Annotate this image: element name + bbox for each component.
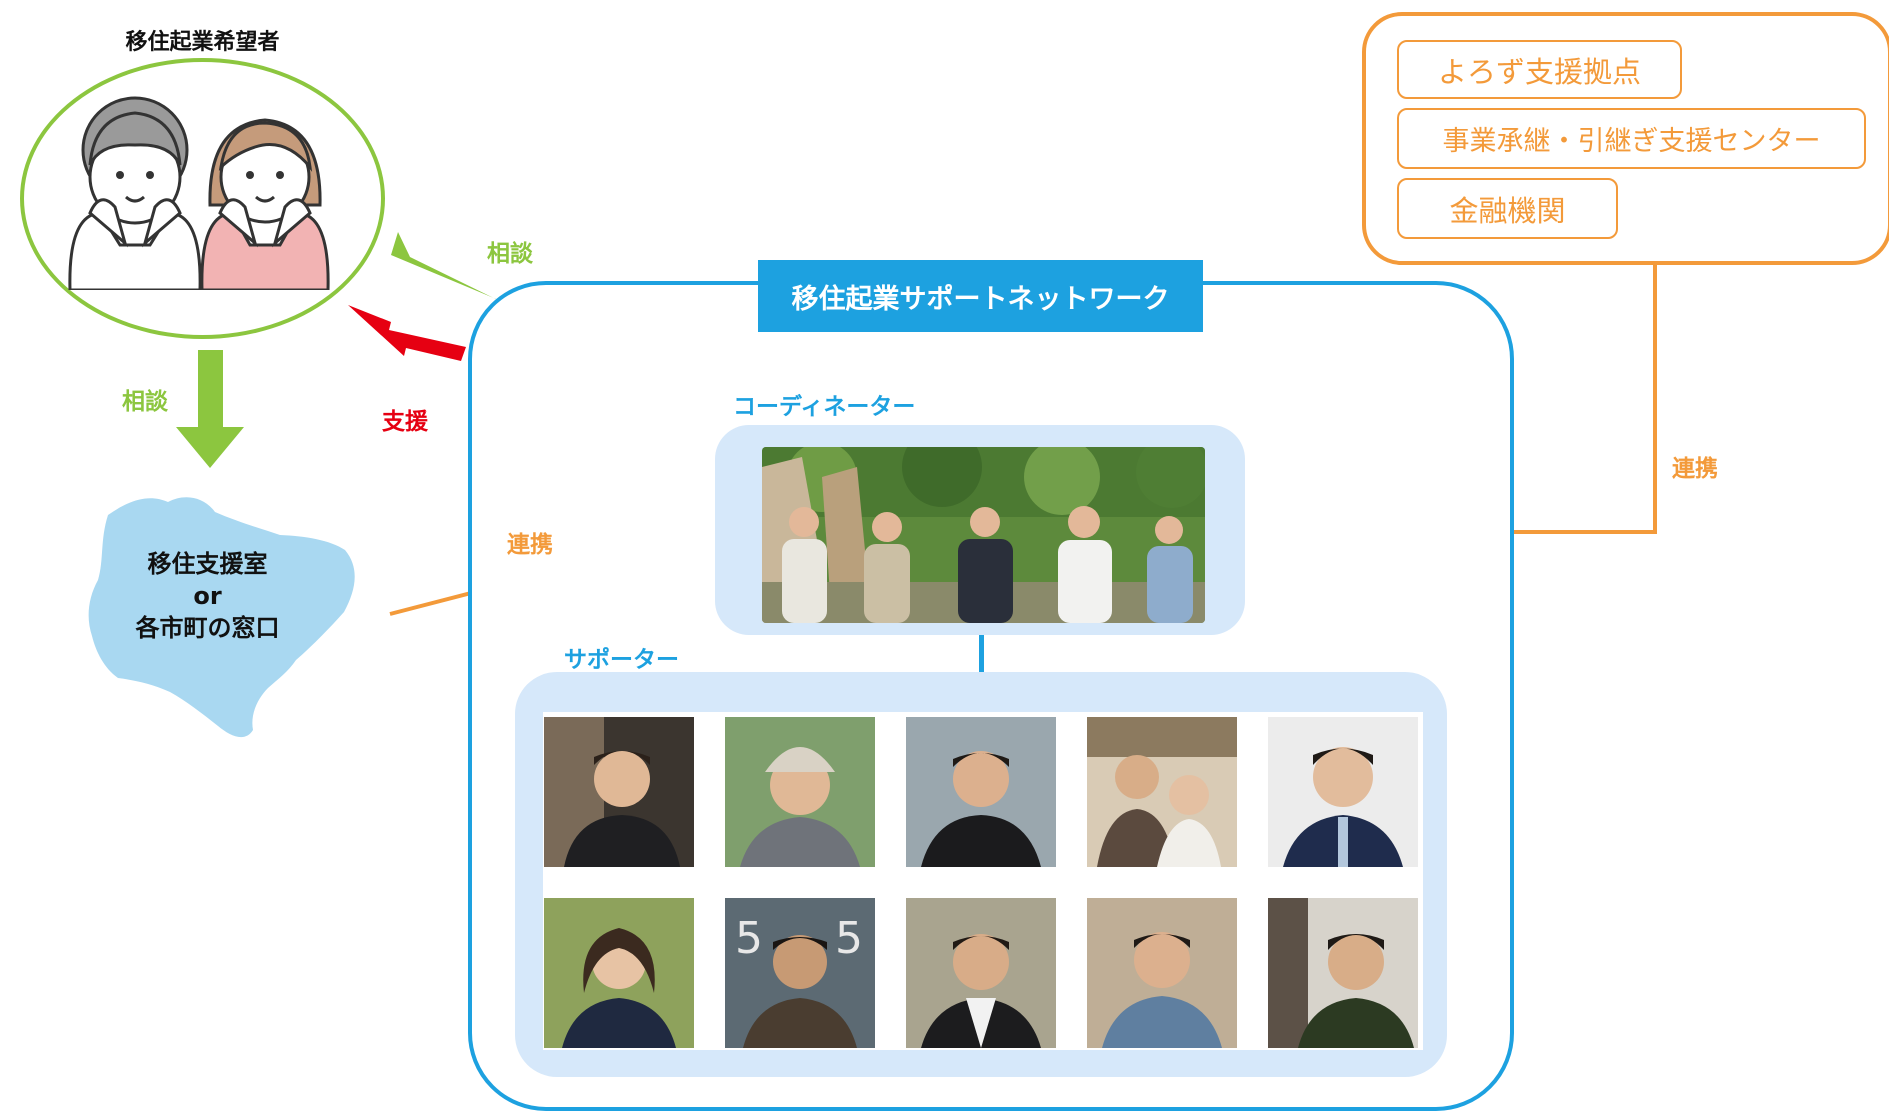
coordinator-people [782, 506, 1193, 623]
supporter-photo [725, 717, 875, 867]
supporter-photo [1087, 898, 1237, 1048]
office-line-2: or [193, 582, 222, 610]
coordinator-supporter-link [979, 635, 984, 673]
org-business-succession: 事業承継・引継ぎ支援センター [1397, 108, 1866, 169]
link-label-org: 連携 [1672, 456, 1718, 482]
org-yorozu: よろず支援拠点 [1397, 40, 1682, 99]
link-label-office: 連携 [507, 532, 553, 558]
supporter-photo [1268, 717, 1418, 867]
network-title: 移住起業サポートネットワーク [758, 260, 1203, 332]
svg-text:5: 5 [735, 913, 763, 964]
support-arrow [348, 305, 466, 361]
coordinator-group-photo [762, 447, 1205, 623]
supporter-photo [1087, 717, 1237, 867]
applicant-circle [20, 58, 385, 339]
svg-text:5: 5 [835, 913, 863, 964]
supporter-photo [544, 717, 694, 867]
support-label: 支援 [382, 409, 428, 435]
coordinator-label: コーディネーター [733, 394, 916, 420]
consult-arrow-down [176, 350, 244, 468]
consult-label-down: 相談 [122, 389, 168, 415]
supporter-photo [906, 717, 1056, 867]
male-applicant-icon [68, 96, 202, 290]
consult-label-diagonal: 相談 [487, 241, 533, 267]
org-financial-institution: 金融機関 [1397, 178, 1618, 239]
supporter-photo [906, 898, 1056, 1048]
migration-office: 移住支援室 or 各市町の窓口 [100, 548, 315, 644]
applicant-illustration [68, 96, 330, 290]
supporter-photo [544, 898, 694, 1048]
office-line-3: 各市町の窓口 [135, 614, 280, 642]
supporter-photo [1268, 898, 1418, 1048]
office-line-1: 移住支援室 [147, 550, 268, 578]
supporter-label: サポーター [564, 647, 679, 673]
applicant-title: 移住起業希望者 [125, 30, 280, 55]
female-applicant-icon [200, 118, 330, 290]
office-map-shape [88, 497, 355, 738]
